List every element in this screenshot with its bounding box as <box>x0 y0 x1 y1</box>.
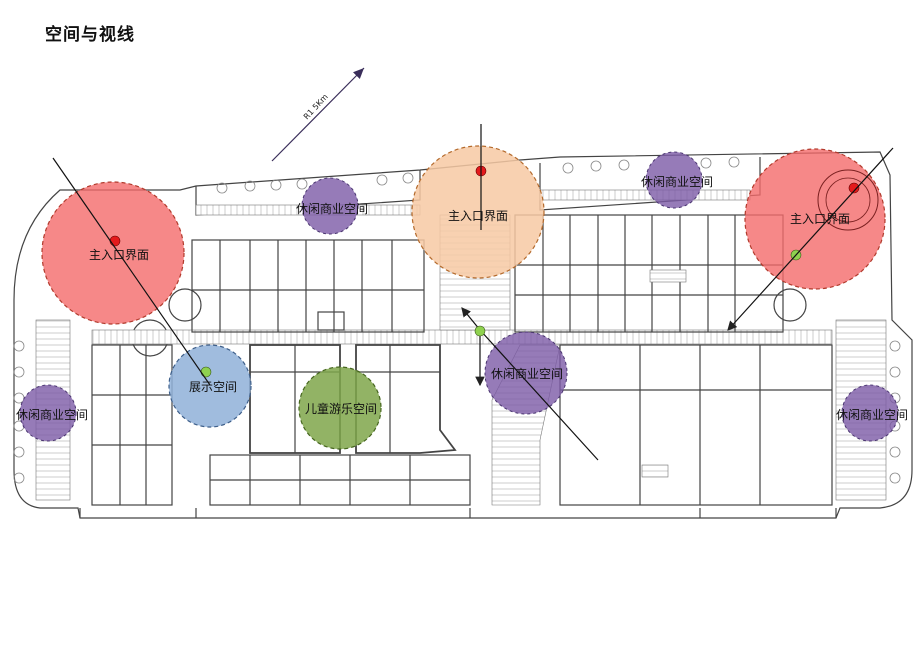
sight-line <box>479 329 599 461</box>
zone-label: 儿童游乐空间 <box>305 401 377 416</box>
viewpoint-dot-green <box>200 366 212 378</box>
sight-line <box>461 307 481 331</box>
viewpoint-dot <box>848 182 860 194</box>
zone-label: 休闲商业空间 <box>296 201 368 216</box>
north-arrow: R1 5Km <box>271 67 365 162</box>
zone-label: 休闲商业空间 <box>641 174 713 189</box>
zone-entrance-left: 主入口界面 <box>41 181 185 325</box>
zone-label: 展示空间 <box>189 380 237 394</box>
zone-leisure-left: 休闲商业空间 <box>16 384 88 442</box>
zone-label: 主入口界面 <box>89 248 149 262</box>
page-title: 空间与视线 <box>45 25 135 45</box>
zone-display: 展示空间 <box>168 344 252 428</box>
zone-kids: 儿童游乐空间 <box>298 366 382 450</box>
viewpoint-dot <box>109 235 121 247</box>
zone-leisure-right: 休闲商业空间 <box>836 384 908 442</box>
zone-label: 休闲商业空间 <box>836 407 908 422</box>
zone-label: 主入口界面 <box>448 209 508 223</box>
sight-lines <box>52 124 894 461</box>
zone-leisure-center: 休闲商业空间 <box>484 331 568 415</box>
zone-label: 休闲商业空间 <box>16 407 88 422</box>
sight-line <box>52 157 211 386</box>
zone-leisure-top-left: 休闲商业空间 <box>296 177 368 235</box>
sight-line <box>727 147 894 331</box>
zone-leisure-top-right: 休闲商业空间 <box>641 151 713 209</box>
zone-label: 主入口界面 <box>790 212 850 226</box>
viewpoint-dot-green <box>474 325 486 337</box>
zone-entrance-right: 主入口界面 <box>744 148 886 290</box>
zone-label: 休闲商业空间 <box>491 366 563 381</box>
zone-entrance-center: 主入口界面 <box>411 145 545 279</box>
